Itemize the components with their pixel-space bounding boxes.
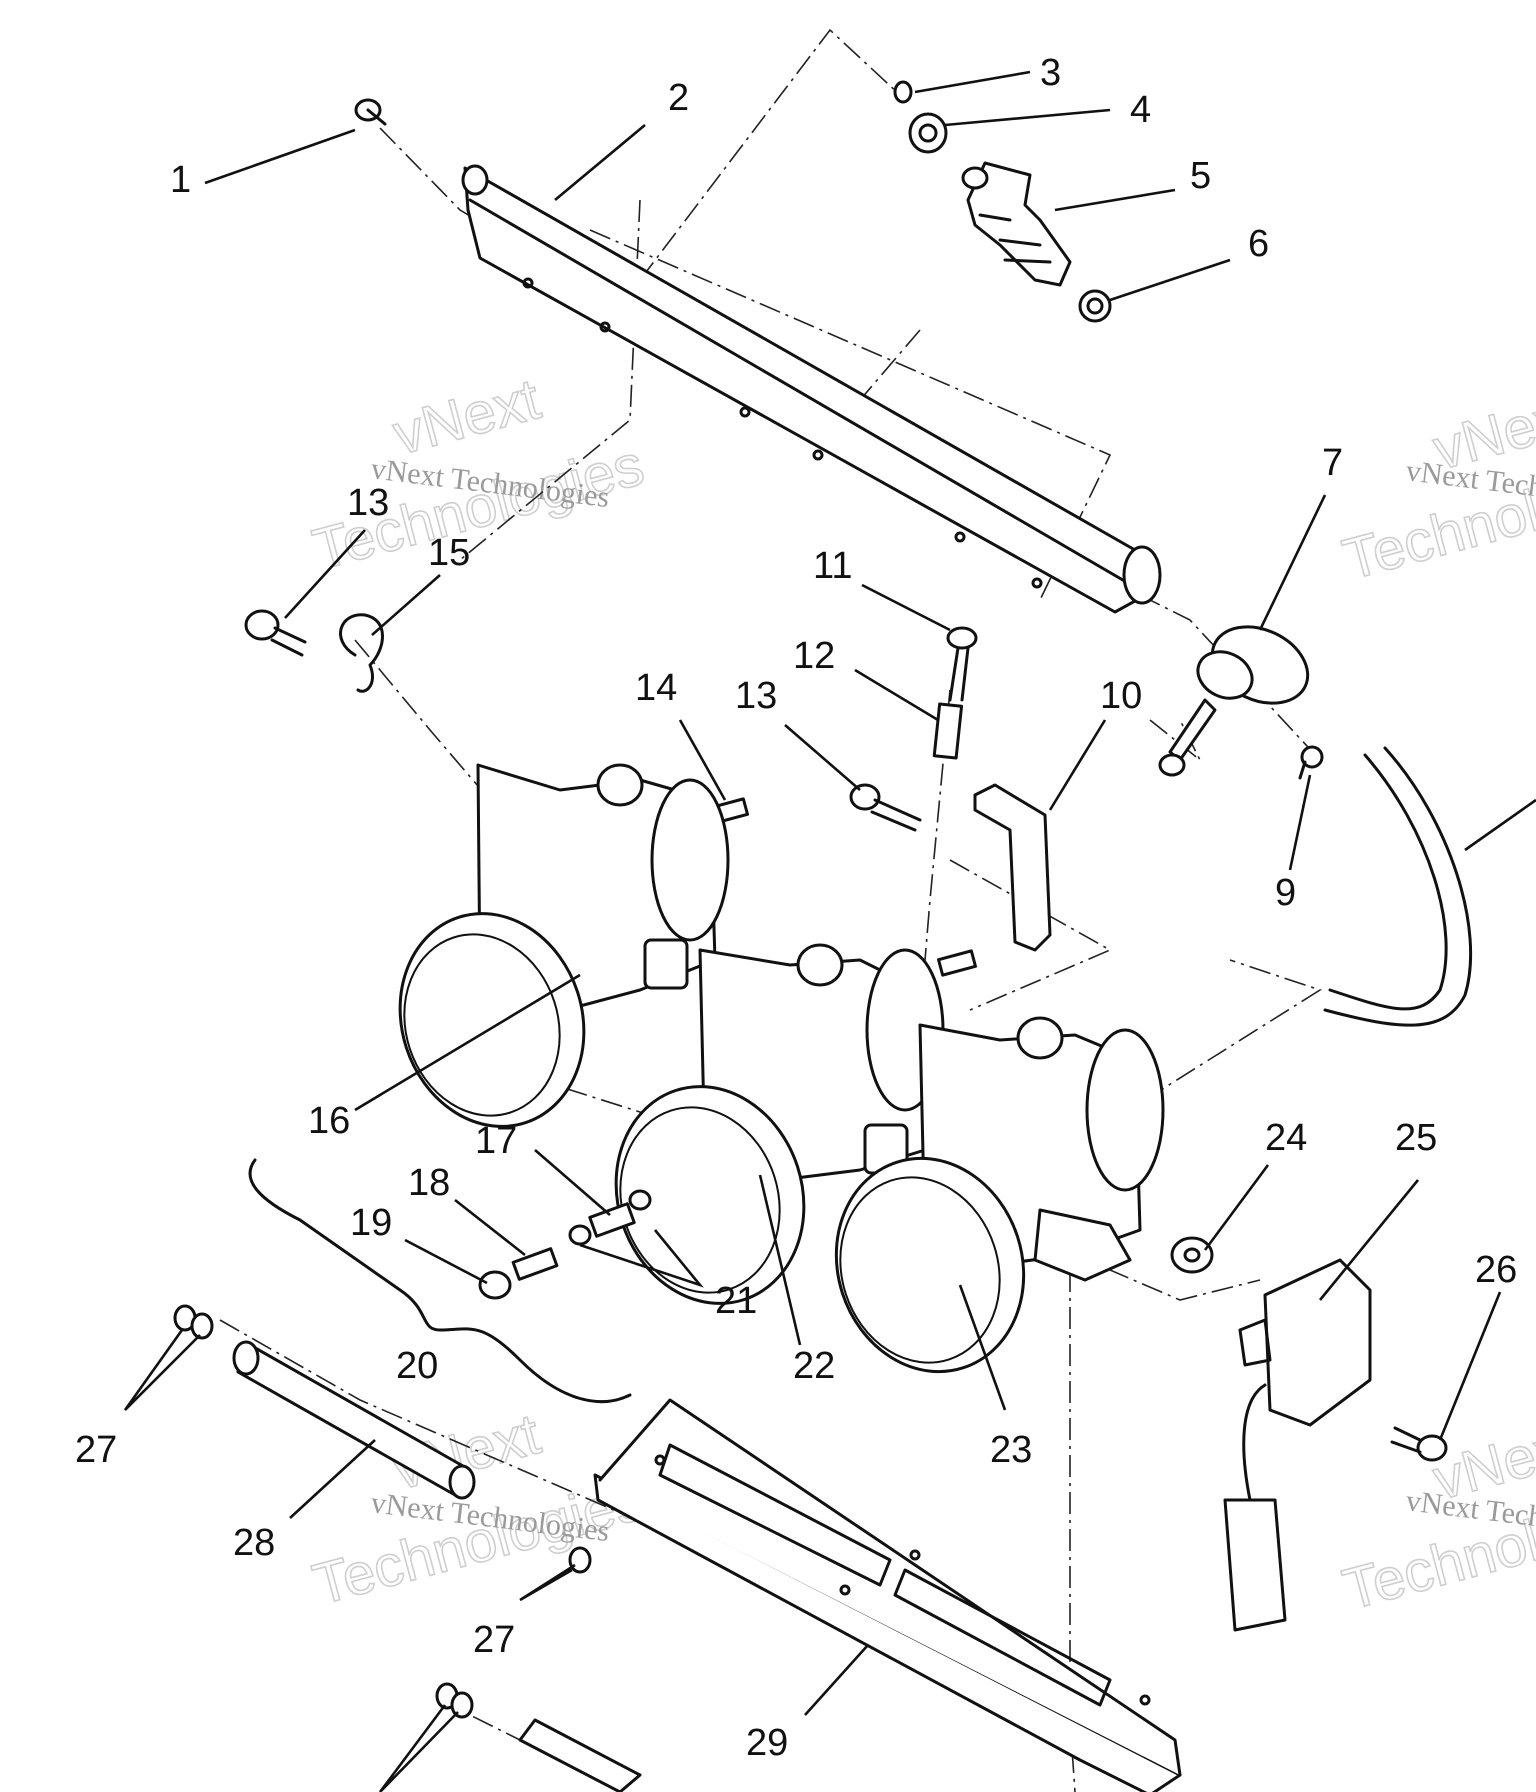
screw-part-26 <box>1390 1426 1448 1462</box>
callout-25: 25 <box>1395 1117 1437 1159</box>
callout-13-upper: 13 <box>347 482 389 524</box>
callout-27-mid: 27 <box>473 1619 515 1661</box>
callout-7: 7 <box>1322 442 1343 484</box>
callout-labels: 1 2 3 4 5 6 7 9 10 11 12 13 13 14 15 16 … <box>75 52 1517 1764</box>
callout-3: 3 <box>1040 52 1061 94</box>
fuel-rail-part-2 <box>461 164 1162 614</box>
shaft-lower <box>518 1718 642 1792</box>
injector-part-5 <box>961 161 1072 287</box>
leader-lines <box>123 70 1536 1792</box>
callout-4: 4 <box>1130 89 1151 131</box>
screw-part-13b <box>849 783 922 832</box>
callout-12: 12 <box>793 635 835 677</box>
shaft-part-28 <box>232 1340 476 1500</box>
callout-24: 24 <box>1265 1117 1307 1159</box>
adjuster-assembly <box>478 1189 652 1300</box>
callout-2: 2 <box>668 77 689 119</box>
screw-part-1 <box>354 98 387 126</box>
callout-17: 17 <box>475 1120 517 1162</box>
fuel-hose <box>1328 753 1448 1011</box>
group-brace-20 <box>248 1158 632 1403</box>
nut-part-19 <box>478 1270 512 1300</box>
spring-part-12 <box>932 702 964 760</box>
callout-10: 10 <box>1100 675 1142 717</box>
pin-part-14b <box>937 949 977 977</box>
screw-part-9 <box>1298 745 1324 780</box>
callout-26: 26 <box>1475 1249 1517 1291</box>
callout-5: 5 <box>1190 155 1211 197</box>
washer-part-24 <box>1170 1236 1214 1274</box>
clip-part-15 <box>339 613 384 693</box>
callout-23: 23 <box>990 1429 1032 1471</box>
callout-29: 29 <box>746 1722 788 1764</box>
screw-part-18 <box>511 1247 559 1281</box>
callout-9: 9 <box>1275 872 1296 914</box>
callout-18: 18 <box>408 1162 450 1204</box>
bracket-part-10 <box>973 783 1052 952</box>
callout-6: 6 <box>1248 223 1269 265</box>
callout-19: 19 <box>350 1202 392 1244</box>
throttle-body-2 <box>614 943 945 1305</box>
callout-22: 22 <box>793 1345 835 1387</box>
callout-27-left: 27 <box>75 1429 117 1471</box>
cap-part-4 <box>908 112 948 154</box>
callout-15: 15 <box>428 532 470 574</box>
seal-part-6 <box>1078 289 1112 323</box>
o-ring-part-3 <box>893 80 913 104</box>
sensor-part-25 <box>1223 1258 1372 1632</box>
callout-28: 28 <box>233 1522 275 1564</box>
callout-11: 11 <box>813 545 852 587</box>
callout-20: 20 <box>396 1345 438 1387</box>
callout-14: 14 <box>635 667 677 709</box>
callout-13-mid: 13 <box>735 675 777 717</box>
throttle-body-1 <box>398 763 730 1128</box>
callout-1: 1 <box>170 159 191 201</box>
watermark-big-top: vNext <box>387 366 547 467</box>
washer-part-21 <box>568 1224 592 1246</box>
watermark-left-top: vNext Technologies vNext Technologies <box>306 366 651 584</box>
screw-part-11 <box>946 626 978 702</box>
callout-16: 16 <box>308 1100 350 1142</box>
regulator-part-7 <box>1158 625 1310 777</box>
throttle-body-3 <box>834 1016 1165 1374</box>
spring-part-17 <box>588 1202 636 1238</box>
plate-part-29 <box>593 1398 1182 1792</box>
watermark-right-top: vNext Technologies vNext Technologies <box>1336 381 1536 594</box>
callout-21: 21 <box>715 1280 757 1322</box>
screw-part-13 <box>244 609 307 657</box>
